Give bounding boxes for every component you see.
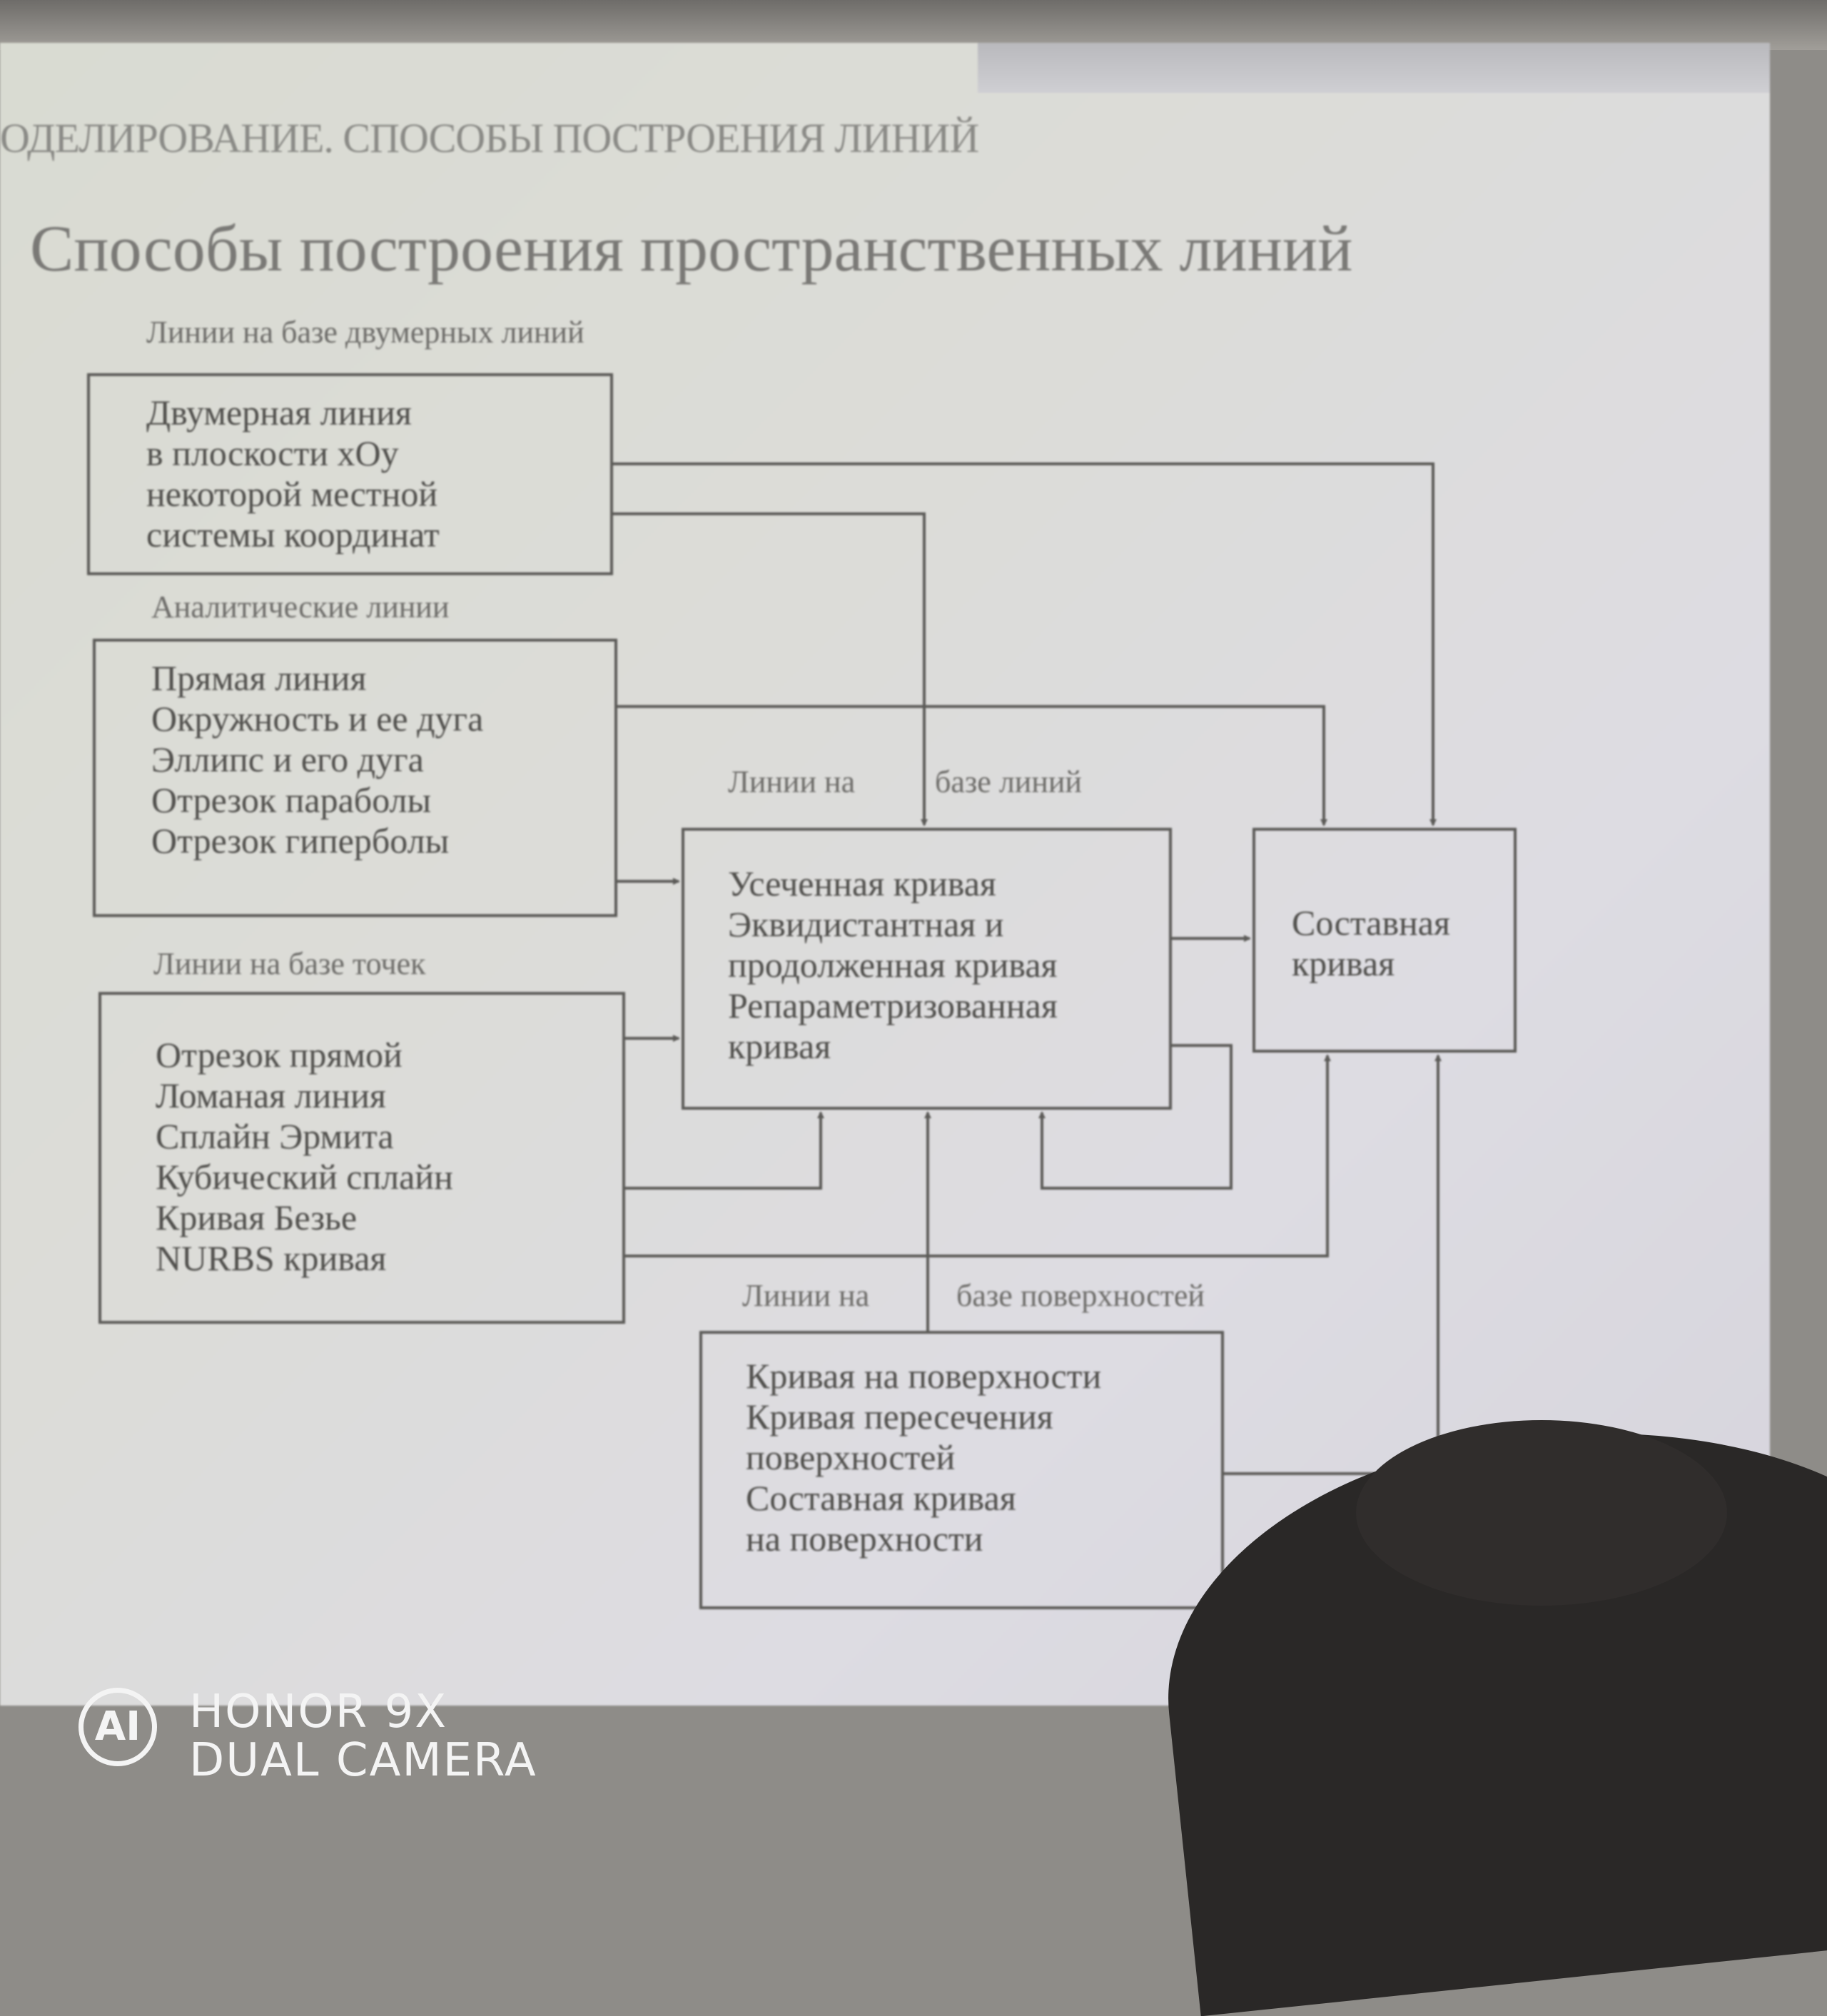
watermark-camera: DUAL CAMERA <box>189 1734 537 1787</box>
analytic-line-5: Отрезок гиперболы <box>151 821 450 861</box>
box-derived-curves <box>682 828 1172 1110</box>
two-dim-line-4: системы координат <box>146 515 440 554</box>
label-surface-based-b: базе поверхностей <box>956 1278 1205 1313</box>
points-line-2: Ломаная линия <box>156 1075 386 1115</box>
box-two-dim-text: Двумерная линия в плоскости xOy некоторо… <box>146 392 440 555</box>
surface-line-4: Составная кривая <box>746 1478 1016 1518</box>
derived-line-1: Усеченная кривая <box>728 863 996 903</box>
two-dim-line-1: Двумерная линия <box>146 392 412 432</box>
derived-line-5: кривая <box>728 1026 831 1066</box>
connector-analytic-to-composite <box>617 705 1327 826</box>
analytic-line-4: Отрезок параболы <box>151 780 432 820</box>
points-line-5: Кривая Безье <box>156 1197 358 1237</box>
connector-two-dim-to-derived <box>613 512 928 826</box>
box-two-dim-line <box>87 373 613 575</box>
analytic-line-3: Эллипс и его дуга <box>151 739 424 779</box>
box-composite-text: Составная кривая <box>1292 903 1450 984</box>
points-line-1: Отрезок прямой <box>156 1035 403 1075</box>
two-dim-line-3: некоторой местной <box>146 474 438 514</box>
box-composite-curve <box>1252 828 1517 1053</box>
box-analytic-lines <box>93 639 617 917</box>
watermark-text: HONOR 9X DUAL CAMERA <box>189 1688 537 1785</box>
derived-line-2: Эквидистантная и <box>728 904 1004 944</box>
label-line-based-a: Линии на <box>728 764 856 799</box>
label-two-dim-lines: Линии на базе двумерных линий <box>146 315 584 350</box>
label-surface-based-a: Линии на <box>742 1278 870 1313</box>
projected-slide: ОДЕЛИРОВАНИЕ. СПОСОБЫ ПОСТРОЕНИЯ ЛИНИЙ С… <box>0 43 1770 1706</box>
watermark-model: HONOR 9X <box>189 1686 448 1738</box>
composite-line-2: кривая <box>1292 943 1395 983</box>
box-point-lines <box>98 992 625 1324</box>
box-surface-curves <box>699 1331 1224 1609</box>
surface-line-5: на поверхности <box>746 1519 983 1559</box>
composite-line-1: Составная <box>1292 903 1450 943</box>
connector-surface-to-composite <box>1224 1054 1442 1475</box>
label-line-based-b: базе линий <box>935 764 1082 799</box>
audience-hair <box>1356 1420 1727 1606</box>
box-derived-text: Усеченная кривая Эквидистантная и продол… <box>728 863 1058 1067</box>
label-point-lines: Линии на базе точек <box>153 946 426 981</box>
points-line-4: Кубический сплайн <box>156 1157 453 1197</box>
box-surface-text: Кривая на поверхности Кривая пересечения… <box>746 1356 1101 1559</box>
connector-derived-loop <box>1038 1044 1233 1190</box>
analytic-line-1: Прямая линия <box>151 658 367 698</box>
analytic-line-2: Окружность и ее дуга <box>151 699 484 739</box>
label-analytic-lines: Аналитические линии <box>151 589 450 624</box>
derived-line-4: Репараметризованная <box>728 986 1058 1025</box>
slide-header: ОДЕЛИРОВАНИЕ. СПОСОБЫ ПОСТРОЕНИЯ ЛИНИЙ <box>0 115 979 161</box>
surface-line-3: поверхностей <box>746 1437 956 1477</box>
points-line-3: Сплайн Эрмита <box>156 1116 394 1156</box>
surface-line-2: Кривая пересечения <box>746 1397 1053 1437</box>
slide-title: Способы построения пространственных лини… <box>30 212 1353 285</box>
two-dim-line-2: в плоскости xOy <box>146 433 399 473</box>
connector-lines <box>613 462 1442 1475</box>
derived-line-3: продолженная кривая <box>728 945 1058 985</box>
screen-top-edge <box>0 0 1827 50</box>
box-point-text: Отрезок прямой Ломаная линия Сплайн Эрми… <box>156 1035 453 1279</box>
slide-top-bar <box>978 43 1770 93</box>
points-line-6: NURBS кривая <box>156 1238 387 1278</box>
connector-points-to-derived-bottom <box>625 1111 824 1190</box>
connector-points-to-composite <box>625 1054 1331 1257</box>
connector-two-dim-to-composite <box>613 462 1437 826</box>
ai-camera-icon: AI <box>79 1688 157 1766</box>
box-analytic-text: Прямая линия Окружность и ее дуга Эллипс… <box>151 658 483 861</box>
surface-line-1: Кривая на поверхности <box>746 1356 1102 1396</box>
